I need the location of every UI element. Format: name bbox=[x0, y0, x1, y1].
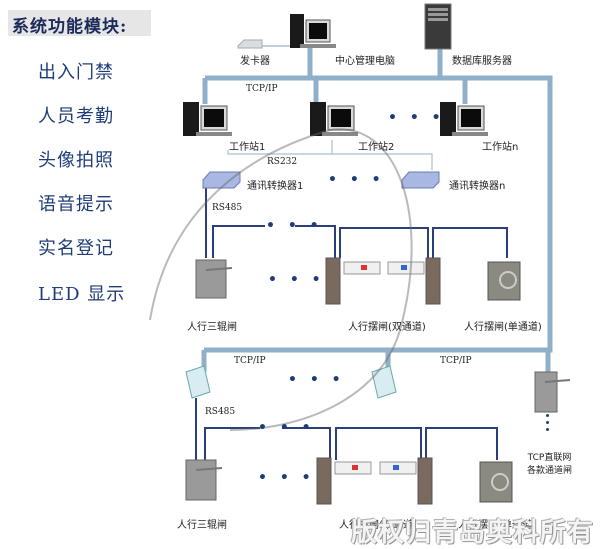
tripod-turnstile-1-icon bbox=[195, 259, 233, 299]
ellipsis: • • • bbox=[266, 218, 323, 234]
module-item: 语音提示 bbox=[38, 194, 114, 215]
workstation-n-label: 工作站n bbox=[482, 142, 519, 153]
tripod-turnstile-2-icon bbox=[185, 459, 223, 501]
swing-gate-double-2-icon bbox=[316, 457, 433, 505]
tcpip-label-top: TCP/IP bbox=[246, 84, 278, 94]
workstation-2-label: 工作站2 bbox=[358, 142, 395, 153]
gate-label: 人行摆闸(单通道) bbox=[464, 322, 542, 333]
workstation-2-icon bbox=[310, 102, 358, 136]
rs485-label-lower: RS485 bbox=[205, 407, 236, 417]
title-background bbox=[8, 10, 151, 36]
vertical-ellipsis bbox=[545, 414, 551, 431]
workstation-n-icon bbox=[440, 102, 488, 136]
ellipsis: • • • bbox=[328, 172, 385, 188]
tcpip-converter-left-icon bbox=[185, 365, 211, 399]
rs485-bus-lower bbox=[195, 398, 498, 460]
gate-label: 人行摆闸(双通道) bbox=[339, 520, 417, 531]
card-issuer-icon bbox=[237, 39, 263, 49]
workstation-1-icon bbox=[183, 102, 232, 136]
backbone-loop bbox=[204, 75, 553, 353]
gate-label: 人行摆闸(单通道) bbox=[458, 520, 536, 531]
tcpip-backbone bbox=[201, 48, 553, 372]
tcp-direct-label-line1: TCP直联网 bbox=[527, 453, 572, 463]
module-item: 出入门禁 bbox=[38, 62, 114, 83]
rs232-line bbox=[227, 150, 433, 170]
module-item: 头像拍照 bbox=[38, 150, 114, 171]
db-server-label: 数据库服务器 bbox=[452, 56, 512, 67]
converter-1-icon bbox=[202, 171, 241, 189]
ellipsis: • • • bbox=[258, 420, 315, 436]
section-title: 系统功能模块: bbox=[12, 17, 128, 37]
ellipsis: • • • bbox=[268, 272, 325, 288]
module-item: LED 显示 bbox=[38, 284, 126, 305]
module-item: 实名登记 bbox=[38, 238, 114, 259]
ellipsis: • • • bbox=[288, 372, 345, 388]
gate-label: 人行三辊闸 bbox=[177, 520, 227, 531]
gate-label: 人行摆闸(双通道) bbox=[348, 322, 426, 333]
tcp-direct-turnstile-icon bbox=[534, 371, 571, 413]
workstation-1-label: 工作站1 bbox=[229, 142, 266, 153]
central-pc-icon bbox=[290, 14, 336, 48]
swing-gate-single-1-icon bbox=[487, 261, 521, 301]
tcp-direct-label-line2: 各款通道闸 bbox=[527, 466, 573, 476]
tcpip-label-lower-left: TCP/IP bbox=[234, 356, 266, 366]
card-issuer-label: 发卡器 bbox=[240, 56, 270, 67]
swing-gate-single-2-icon bbox=[479, 461, 513, 503]
ellipsis: • • • bbox=[258, 470, 315, 486]
database-server-icon bbox=[424, 3, 452, 50]
converter-n-label: 通讯转换器n bbox=[449, 181, 506, 192]
central-pc-label: 中心管理电脑 bbox=[335, 56, 395, 67]
converter-1-label: 通讯转换器1 bbox=[247, 181, 304, 192]
rs485-bus-upper bbox=[205, 183, 508, 258]
swing-gate-double-1-icon bbox=[325, 257, 441, 305]
tcpip-converter-right-icon bbox=[371, 365, 397, 399]
decorative-scribble bbox=[149, 128, 413, 431]
module-item: 人员考勤 bbox=[38, 106, 114, 127]
rs232-label: RS232 bbox=[267, 157, 298, 167]
tcpip-label-lower-right: TCP/IP bbox=[440, 356, 472, 366]
rs485-label-upper: RS485 bbox=[212, 203, 243, 213]
ellipsis: • • • bbox=[388, 110, 445, 126]
converter-n-icon bbox=[401, 171, 440, 189]
gate-label: 人行三辊闸 bbox=[187, 322, 237, 333]
tcp-direct-label: TCP直联网 各款通道闸 bbox=[527, 450, 572, 476]
copyright-watermark: 版权归青岛奥科所有 bbox=[350, 518, 594, 548]
